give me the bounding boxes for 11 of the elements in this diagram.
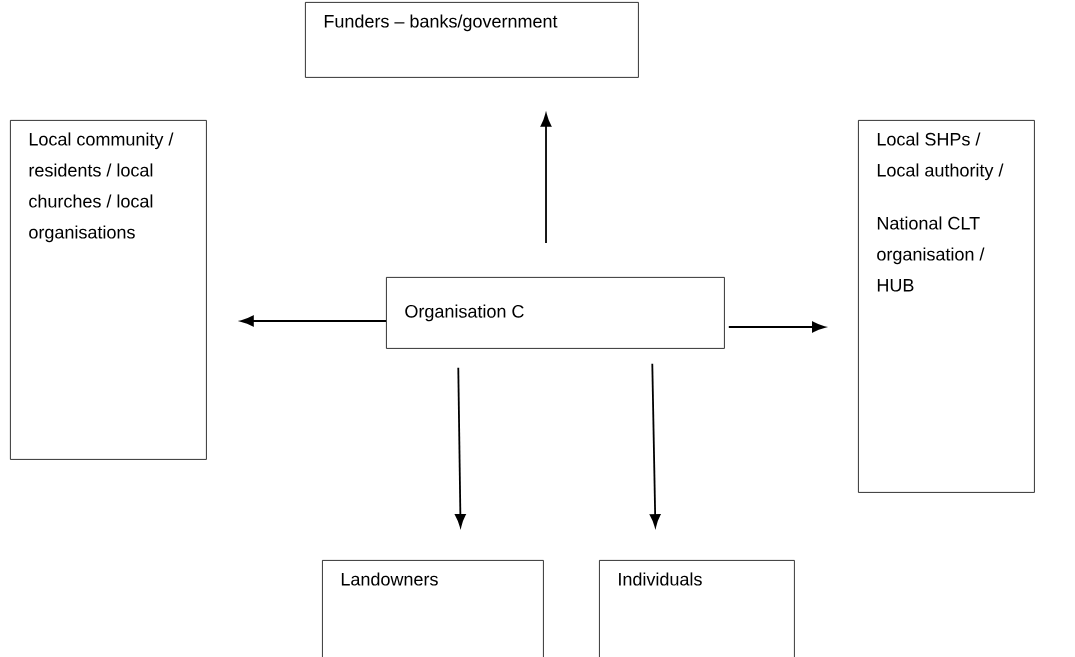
arrow	[455, 366, 466, 528]
text-box: Funders – banks/government	[305, 2, 639, 78]
arrow	[240, 315, 387, 327]
text-box: Local community / residents / local churches / local organisations	[10, 120, 207, 460]
arrow	[540, 113, 552, 244]
text-box: Local SHPs / Local authority / National CLT organisation / HUB	[858, 120, 1035, 493]
arrow	[727, 321, 826, 333]
arrow	[649, 362, 661, 528]
text-box: Organisation C	[386, 277, 725, 349]
text-box: Individuals	[599, 560, 795, 657]
text-box: Landowners	[322, 560, 544, 657]
